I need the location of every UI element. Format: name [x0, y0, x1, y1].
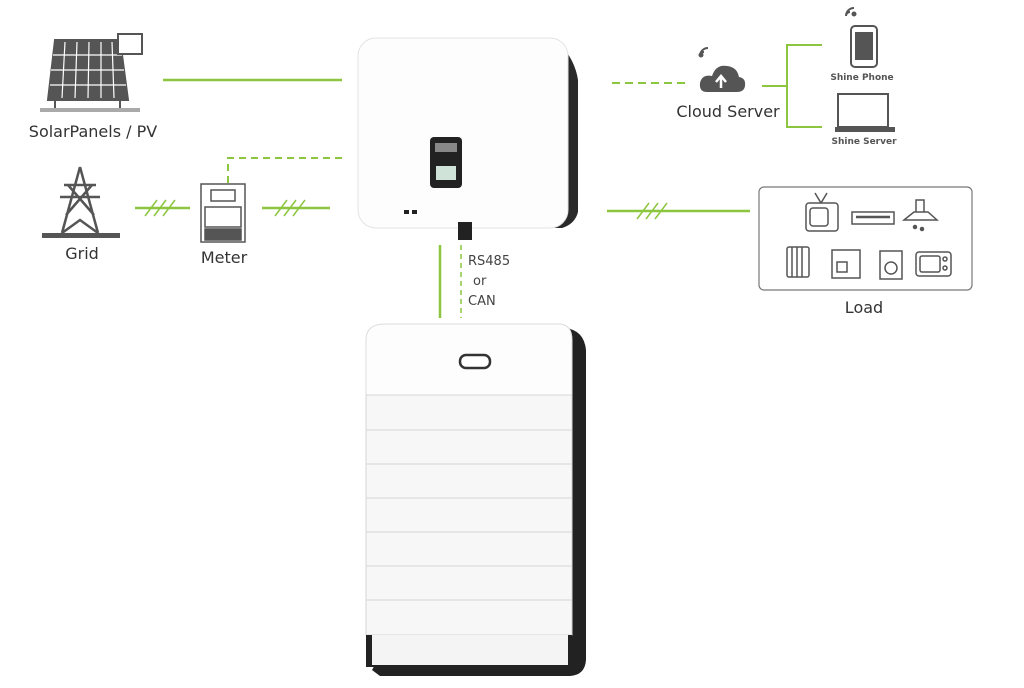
three-phase-slashes	[144, 199, 668, 220]
shine-server-label: Shine Server	[831, 137, 897, 147]
cloud-server-label: Cloud Server	[676, 102, 780, 121]
range-hood-icon	[901, 199, 939, 232]
air-conditioner-icon	[851, 211, 895, 225]
comm-label-or: or	[473, 274, 487, 289]
comm-label-rs485: RS485	[468, 254, 511, 269]
grid-label: Grid	[65, 244, 99, 263]
inverter-screen	[436, 166, 456, 180]
inverter	[357, 37, 578, 240]
solar-panel-icon	[40, 33, 143, 112]
comm-label-can: CAN	[468, 294, 496, 309]
shine-phone-label: Shine Phone	[830, 73, 894, 83]
pv-label: SolarPanels / PV	[28, 122, 158, 141]
battery-stack	[365, 323, 586, 676]
coffee-machine-icon	[831, 249, 861, 279]
washing-machine-icon	[879, 250, 903, 280]
microwave-icon	[915, 251, 952, 277]
tv-icon	[805, 192, 839, 232]
meter-icon	[200, 183, 246, 243]
meter-label: Meter	[200, 248, 248, 267]
power-tower-icon	[42, 166, 120, 238]
wifi-icon	[698, 7, 857, 58]
heater-icon	[786, 246, 810, 278]
cloud-bracket	[762, 44, 822, 128]
load-label: Load	[844, 298, 884, 317]
phone-icon	[850, 25, 878, 68]
connections	[135, 44, 822, 318]
battery-status-indicator	[458, 353, 492, 370]
laptop-icon	[835, 93, 895, 132]
meter-comm-dashed	[227, 157, 345, 183]
cloud-upload-icon	[699, 65, 746, 92]
